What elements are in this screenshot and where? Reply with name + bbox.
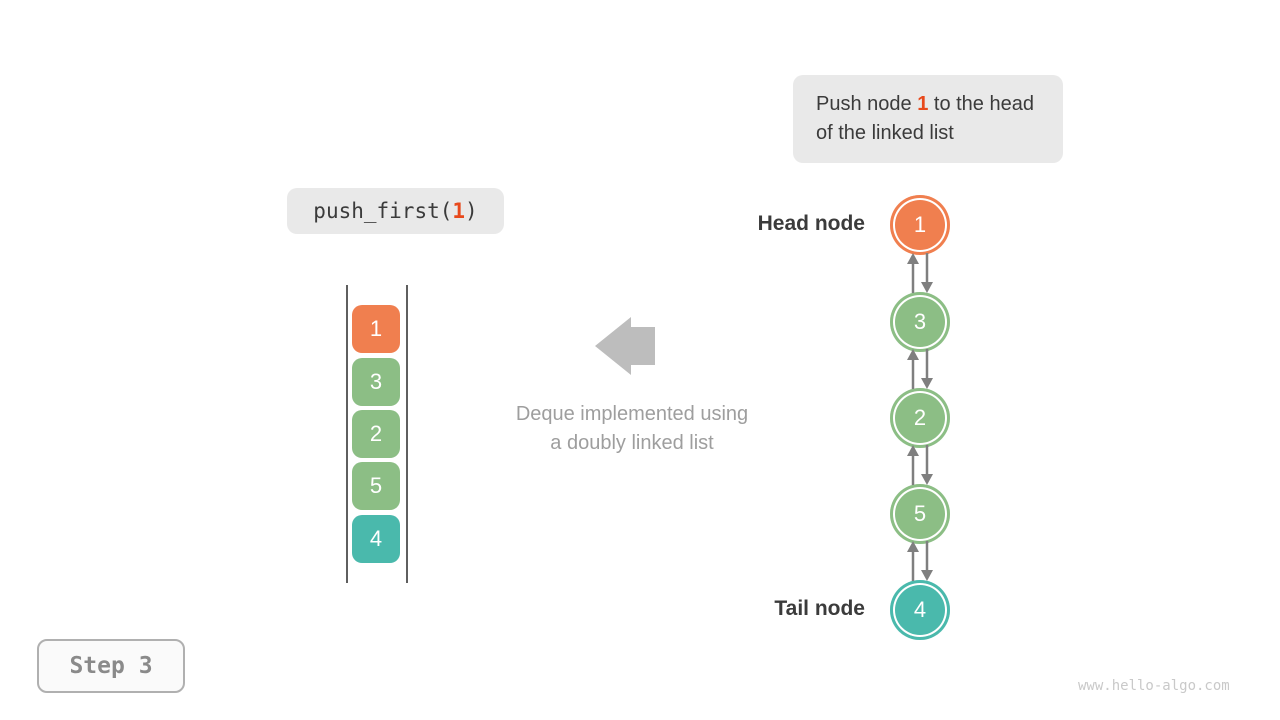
annotation-box: Push node 1 to the head of the linked li… <box>793 75 1063 163</box>
caption: Deque implemented using a doubly linked … <box>482 400 782 458</box>
code-arg: 1 <box>452 199 466 223</box>
linked-list-node: 2 <box>890 388 950 448</box>
stack-item: 5 <box>352 462 400 510</box>
code-prefix: push_first( <box>313 199 453 223</box>
linked-list-node: 3 <box>890 292 950 352</box>
left-block-arrow-icon <box>595 317 655 376</box>
annotation-text-before: Push node <box>816 93 918 115</box>
node-value: 5 <box>913 501 927 526</box>
linked-list-node: 5 <box>890 484 950 544</box>
linked-list-node: 4 <box>890 580 950 640</box>
up-down-arrows-icon <box>904 349 936 389</box>
head-node-label: Head node <box>757 212 865 235</box>
step-badge-label: Step 3 <box>69 653 153 679</box>
stack-item-value: 1 <box>369 316 383 341</box>
stack-item: 1 <box>352 305 400 353</box>
node-value: 3 <box>913 309 927 334</box>
code-call-box: push_first(1) <box>287 188 504 234</box>
stack-item: 2 <box>352 410 400 458</box>
node-value: 1 <box>913 212 927 237</box>
annotation-text-after: to the head of the linked list <box>816 93 1034 144</box>
annotation-highlight-value: 1 <box>917 93 929 115</box>
stack-item-value: 4 <box>369 526 383 551</box>
stack-item-value: 3 <box>369 369 383 394</box>
caption-line2: a doubly linked list <box>550 432 714 454</box>
up-down-arrows-icon <box>904 445 936 485</box>
stack-left-wall <box>346 285 348 583</box>
up-down-arrows-icon <box>904 541 936 581</box>
tail-node-label: Tail node <box>774 597 865 620</box>
node-value: 2 <box>913 405 927 430</box>
stack-right-wall <box>406 285 408 583</box>
code-suffix: ) <box>465 199 478 223</box>
stack-item-value: 5 <box>369 473 383 498</box>
stack-item-value: 2 <box>369 421 383 446</box>
stack-item: 4 <box>352 515 400 563</box>
node-value: 4 <box>913 597 927 622</box>
stack-item: 3 <box>352 358 400 406</box>
step-badge: Step 3 <box>37 639 185 693</box>
linked-list-node: 1 <box>890 195 950 255</box>
caption-line1: Deque implemented using <box>515 403 749 425</box>
up-down-arrows-icon <box>904 253 936 293</box>
watermark: www.hello-algo.com <box>1078 678 1230 694</box>
